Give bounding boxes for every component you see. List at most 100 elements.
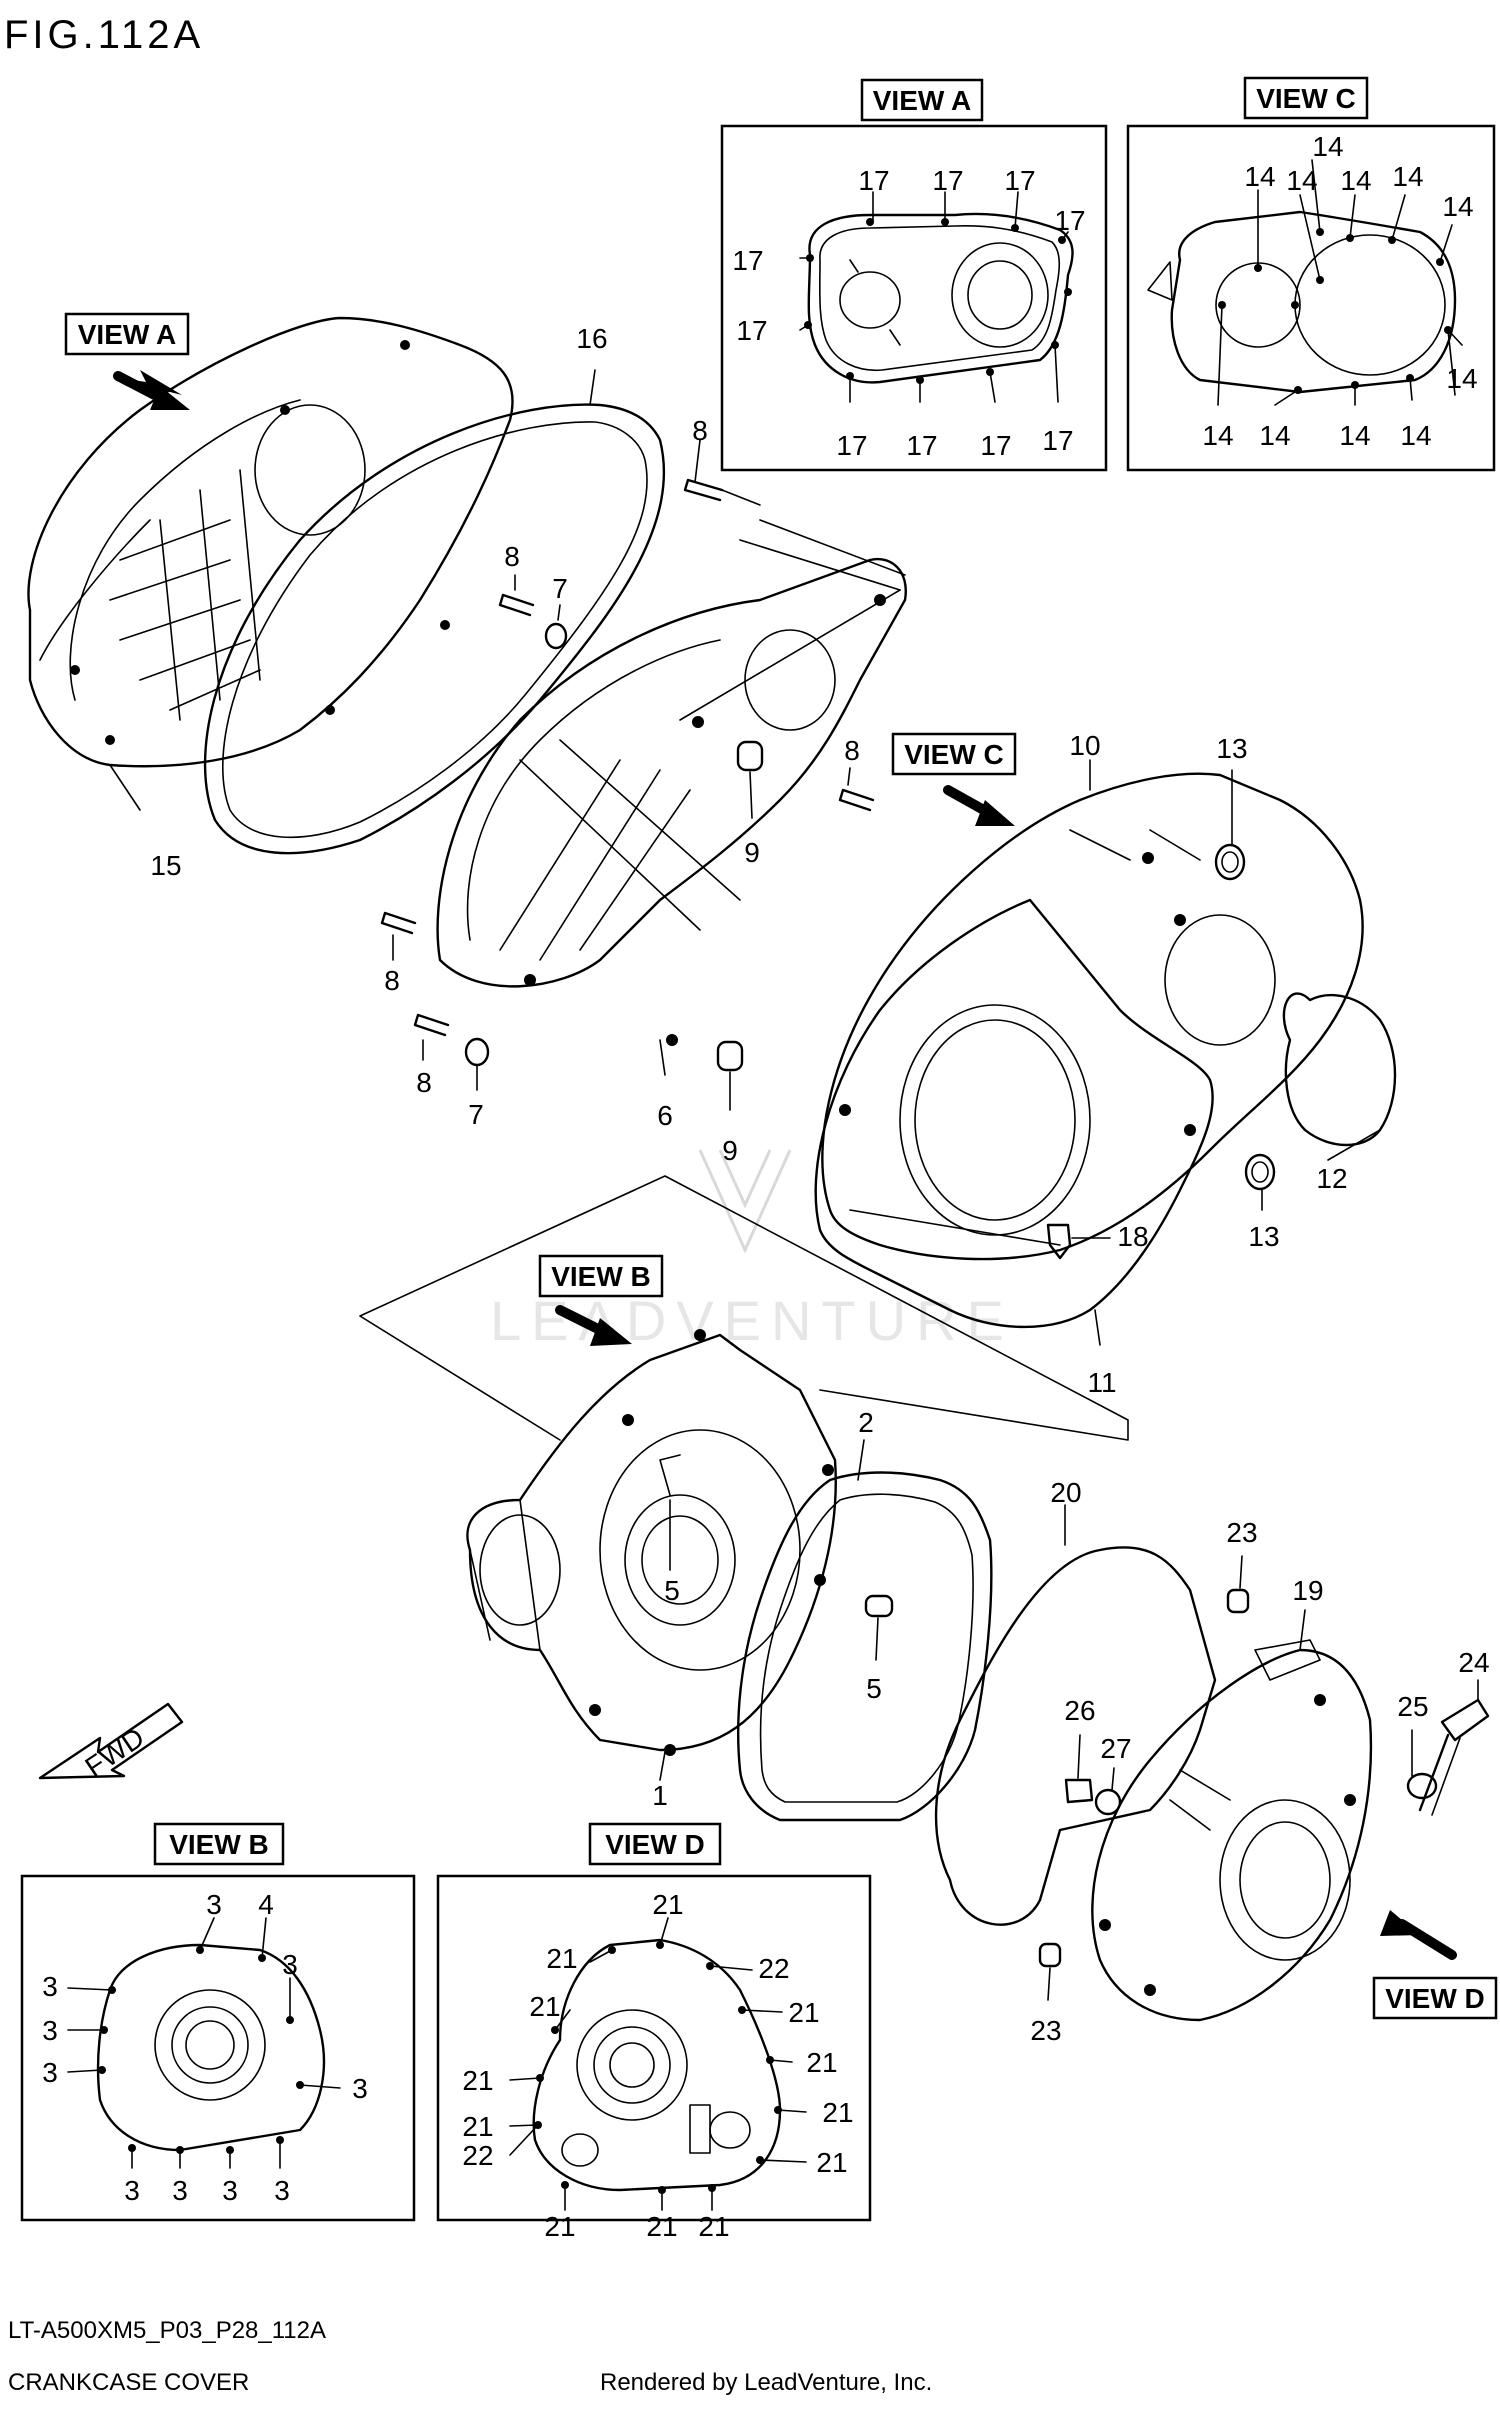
view-d-tag-box — [588, 1822, 722, 1866]
gasket-2 — [737, 1439, 993, 1822]
view-b-label-3: 3 — [124, 2175, 140, 2206]
view-b-label-3: 3 — [352, 2073, 368, 2104]
view-d-label-21: 21 — [806, 2047, 837, 2078]
label-7: 7 — [552, 573, 568, 604]
crankcase-cover-10 — [821, 759, 1364, 1261]
label-19: 19 — [1292, 1575, 1323, 1606]
view-d-frame — [436, 1874, 872, 2222]
view-c-tag: VIEW C — [1256, 83, 1356, 114]
view-a-label-17: 17 — [1042, 425, 1073, 456]
o-ring-25 — [1406, 1729, 1438, 1800]
label-23: 23 — [1030, 2015, 1061, 2046]
bolt-8 — [498, 574, 535, 617]
view-c-label-14: 14 — [1244, 161, 1275, 192]
view-c-callout-box — [891, 732, 1017, 776]
watermark-logo: LEADVENTURE — [490, 1149, 1014, 1352]
footer-rendered-by: Rendered by LeadVenture, Inc. — [600, 2369, 932, 2396]
view-b-label-3: 3 — [42, 2015, 58, 2046]
view-d-label-21: 21 — [652, 1889, 683, 1920]
gasket-20 — [934, 1504, 1217, 1926]
view-c-inset: VIEW C 14 14 14 14 14 14 14 14 14 14 14 — [1126, 76, 1496, 472]
view-d-label-21: 21 — [462, 2111, 493, 2142]
view-a-round-opening — [839, 271, 901, 329]
view-c-label-14: 14 — [1392, 161, 1423, 192]
label-11: 11 — [1087, 1367, 1116, 1398]
view-a-frame — [720, 124, 1108, 472]
view-a-label-17: 17 — [1004, 165, 1035, 196]
view-c-label-14: 14 — [1312, 131, 1343, 162]
inner-cover-6 — [436, 519, 907, 1076]
view-d-label-21: 21 — [529, 1991, 560, 2022]
label-23: 23 — [1226, 1517, 1257, 1548]
label-8: 8 — [504, 541, 520, 572]
dowel-5 — [864, 1594, 894, 1661]
label-20: 20 — [1050, 1477, 1081, 1508]
plug-26 — [1064, 1734, 1094, 1804]
view-d-arrow-icon — [1380, 1910, 1420, 1936]
view-a-label-17: 17 — [732, 245, 763, 276]
view-a-inset: VIEW A 17 17 17 17 17 17 17 17 17 17 — [720, 78, 1108, 472]
view-c-label-14: 14 — [1446, 363, 1477, 394]
view-d-callout: VIEW D — [1372, 1910, 1498, 2020]
label-18: 18 — [1117, 1221, 1148, 1252]
view-b-frame — [20, 1874, 416, 2222]
view-b-label-3: 3 — [42, 1971, 58, 2002]
assembly-plane-outline — [359, 1175, 1129, 1441]
view-a-label-17: 17 — [858, 165, 889, 196]
view-b-inset: VIEW B 3 4 3 3 3 3 3 3 3 3 3 — [20, 1822, 416, 2222]
view-b-label-3: 3 — [282, 1949, 298, 1980]
label-9: 9 — [744, 837, 760, 868]
washer-7 — [544, 604, 568, 650]
plug-18 — [1046, 1223, 1111, 1260]
bolt-8 — [838, 767, 875, 812]
view-d-callout-tag: VIEW D — [1385, 1983, 1485, 2014]
view-a-callout-box — [64, 312, 190, 356]
view-c-label-14: 14 — [1286, 165, 1317, 196]
view-d-label-21: 21 — [788, 1997, 819, 2028]
label-13: 13 — [1216, 733, 1247, 764]
view-c-frame — [1126, 124, 1496, 472]
oil-seal-13 — [1214, 769, 1246, 881]
label-26: 26 — [1064, 1695, 1095, 1726]
view-d-label-21: 21 — [698, 2211, 729, 2242]
view-d-label-21: 21 — [646, 2211, 677, 2242]
view-c-small-opening — [1215, 262, 1301, 348]
view-d-label-22: 22 — [462, 2140, 493, 2171]
figure-title: FIG.112A — [4, 13, 204, 57]
view-a-label-17: 17 — [836, 430, 867, 461]
outer-clutch-cover-15 — [27, 316, 514, 811]
view-a-tag-box — [860, 78, 984, 122]
label-8: 8 — [384, 965, 400, 996]
fwd-arrow-icon: FWD — [38, 1702, 184, 1783]
dowel-23 — [1226, 1555, 1250, 1614]
label-8: 8 — [692, 415, 708, 446]
view-d-label-21: 21 — [816, 2147, 847, 2178]
label-9: 9 — [722, 1135, 738, 1166]
view-d-callout-box — [1372, 1976, 1498, 2020]
view-a-arrow-icon — [120, 370, 182, 402]
view-c-callout: VIEW C — [891, 732, 1017, 826]
label-8: 8 — [416, 1067, 432, 1098]
gasket-12 — [1282, 992, 1397, 1161]
view-c-label-14: 14 — [1442, 191, 1473, 222]
view-c-callout-tag: VIEW C — [904, 739, 1004, 770]
view-c-large-opening — [1294, 234, 1446, 376]
watermark-text: LEADVENTURE — [490, 1289, 1014, 1352]
view-a-label-17: 17 — [1054, 205, 1085, 236]
view-c-label-14: 14 — [1259, 420, 1290, 451]
view-a-callout: VIEW A — [64, 312, 190, 410]
label-7: 7 — [468, 1099, 484, 1130]
label-16: 16 — [576, 323, 607, 354]
label-5: 5 — [664, 1575, 680, 1606]
view-d-label-21: 21 — [822, 2097, 853, 2128]
view-d-inset: VIEW D 21 22 21 21 21 21 21 21 21 22 21 … — [436, 1822, 872, 2242]
label-1: 1 — [652, 1780, 668, 1811]
label-5: 5 — [866, 1673, 882, 1704]
view-c-label-14: 14 — [1340, 165, 1371, 196]
footer-caption: CRANKCASE COVER — [8, 2369, 249, 2396]
view-b-label-3: 3 — [274, 2175, 290, 2206]
label-27: 27 — [1100, 1733, 1131, 1764]
gasket-11 — [814, 898, 1214, 1346]
oil-seal-13 — [1244, 1153, 1276, 1211]
view-a-label-17: 17 — [906, 430, 937, 461]
